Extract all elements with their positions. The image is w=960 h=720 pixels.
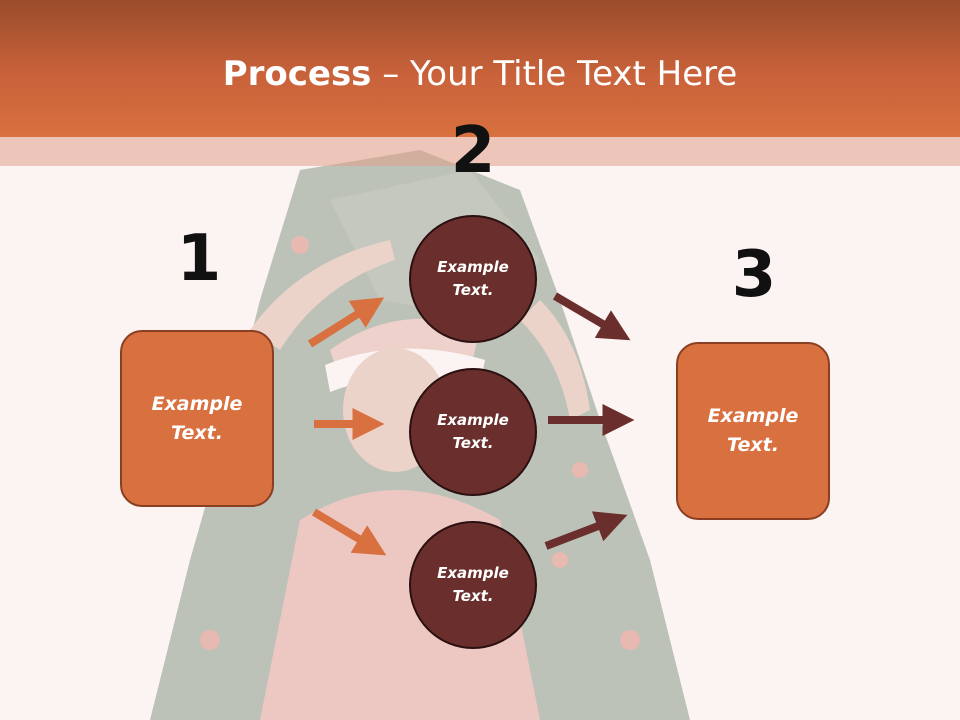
step-1-text: Example Text.	[151, 392, 243, 444]
step-2-circle-top: Example Text.	[409, 215, 537, 343]
step-3-box: Example Text.	[676, 342, 830, 520]
step-number-3: 3	[731, 238, 777, 312]
title-bold: Process	[222, 54, 372, 94]
step-3-text: Example Text.	[707, 405, 799, 456]
step-number-2: 2	[450, 114, 496, 188]
slide-title: Process – Your Title Text Here	[0, 52, 960, 96]
step-2-text-middle: Example Text.	[437, 411, 509, 452]
title-underline-strip	[0, 137, 960, 166]
step-2-text-top: Example Text.	[437, 258, 509, 299]
title-rest: – Your Title Text Here	[371, 54, 738, 94]
step-number-1: 1	[176, 222, 222, 296]
title-bar	[0, 0, 960, 137]
step-2-circle-middle: Example Text.	[409, 368, 537, 496]
step-2-circle-bottom: Example Text.	[409, 521, 537, 649]
step-2-text-bottom: Example Text.	[437, 564, 509, 605]
step-1-box: Example Text.	[120, 330, 274, 507]
